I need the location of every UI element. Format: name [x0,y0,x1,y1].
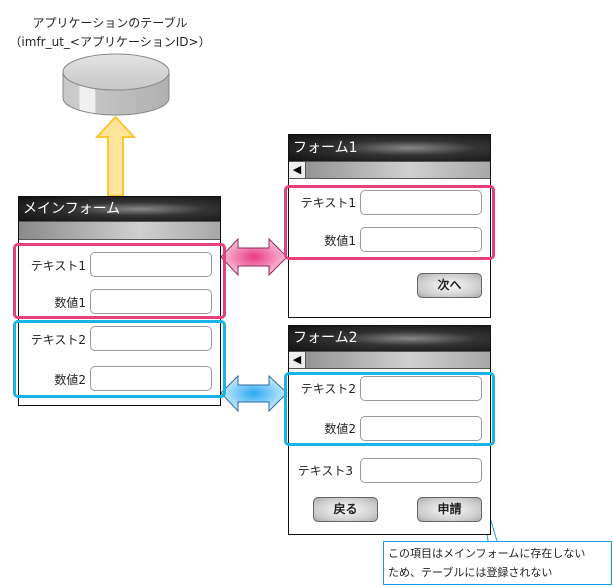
group1-highlight-main [13,243,226,319]
field-label: テキスト3 [297,464,353,478]
next-button[interactable]: 次へ [417,273,482,298]
number2-input[interactable] [90,366,212,391]
form2: フォーム2 ◀ テキスト2 数値2 テキスト3 戻る 申請 [288,325,491,535]
submit-button[interactable]: 申請 [417,497,482,522]
field-label: 数値2 [54,373,86,387]
form1: フォーム1 ◀ テキスト1 数値1 次へ [288,134,491,318]
group2-highlight-main [13,320,226,398]
text3-input[interactable] [360,458,482,483]
field-label: 数値1 [54,296,86,310]
sync-arrow-group2 [220,374,288,413]
main-form: メインフォーム テキスト1 数値1 テキスト2 数値2 [18,196,221,406]
callout-line: この項目はメインフォームに存在しない [388,547,586,560]
back-button[interactable]: 戻る [313,497,378,522]
sync-arrow-group1 [220,237,288,277]
database-icon [62,53,170,116]
field-label: テキスト2 [300,382,356,396]
text2-input[interactable] [360,376,482,401]
field-label: 数値1 [324,234,356,248]
form2-toolbar: ◀ [289,351,490,369]
text1-input[interactable] [90,252,212,277]
field-label: 数値2 [324,422,356,436]
text1-input[interactable] [360,190,482,215]
save-arrow [94,115,137,197]
text2-input[interactable] [90,326,212,351]
group2-highlight-form2 [284,372,495,446]
callout-line: ため、テーブルには登録されない [388,566,553,579]
field-label: テキスト2 [30,333,86,347]
number1-input[interactable] [90,289,212,314]
form1-toolbar: ◀ [289,161,490,179]
form2-title: フォーム2 [289,326,490,351]
number2-input[interactable] [360,416,482,441]
form1-title: フォーム1 [289,135,490,161]
table-caption-id: （imfr_ut_<アプリケーションID>） [9,35,211,49]
field-label: テキスト1 [30,259,86,273]
arrow-left-icon[interactable]: ◀ [289,162,306,178]
arrow-left-icon[interactable]: ◀ [289,352,306,368]
table-caption-name: アプリケーションのテーブル [32,16,188,30]
main-form-toolbar [19,221,220,240]
group1-highlight-form1 [284,185,495,260]
main-form-title: メインフォーム [19,197,220,221]
callout-note: この項目はメインフォームに存在しない ため、テーブルには登録されない [383,541,612,585]
number1-input[interactable] [360,227,482,252]
field-label: テキスト1 [300,196,356,210]
